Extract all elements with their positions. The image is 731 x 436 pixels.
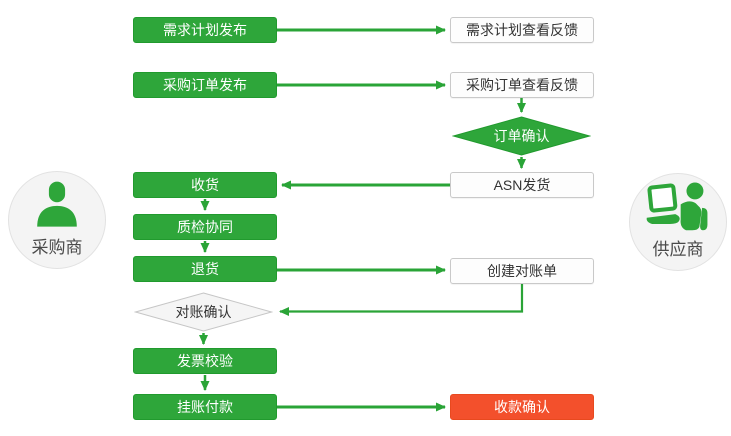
supplier-actor: 供应商 <box>629 173 727 271</box>
step-payment: 挂账付款 <box>133 394 277 420</box>
supplier-laptop-person-icon <box>646 182 708 231</box>
buyer-actor: 采购商 <box>8 171 106 269</box>
buyer-person-icon <box>37 181 77 227</box>
step-receipt-confirm: 收款确认 <box>450 394 594 420</box>
arrow-create-recon-to-recon-confirm <box>279 284 524 316</box>
step-invoice-verify: 发票校验 <box>133 348 277 374</box>
decision-recon-confirm: 对账确认 <box>134 292 273 332</box>
step-asn-ship: ASN发货 <box>450 172 594 198</box>
decision-order-confirm: 订单确认 <box>452 116 591 156</box>
decision-order-confirm-label: 订单确认 <box>493 128 550 144</box>
decision-diamond-shape <box>452 116 591 156</box>
supplier-label: 供应商 <box>652 240 704 259</box>
step-purchase-order-feedback: 采购订单查看反馈 <box>450 72 594 98</box>
step-quality-check: 质检协同 <box>133 214 277 240</box>
step-purchase-order-publish: 采购订单发布 <box>133 72 277 98</box>
step-demand-plan-feedback: 需求计划查看反馈 <box>450 17 594 43</box>
buyer-label: 采购商 <box>31 238 83 257</box>
decision-recon-confirm-label: 对账确认 <box>175 304 232 320</box>
step-receive-goods: 收货 <box>133 172 277 198</box>
decision-diamond-shape <box>134 292 273 332</box>
step-create-reconciliation: 创建对账单 <box>450 258 594 284</box>
step-return-goods: 退货 <box>133 256 277 282</box>
step-demand-plan-publish: 需求计划发布 <box>133 17 277 43</box>
